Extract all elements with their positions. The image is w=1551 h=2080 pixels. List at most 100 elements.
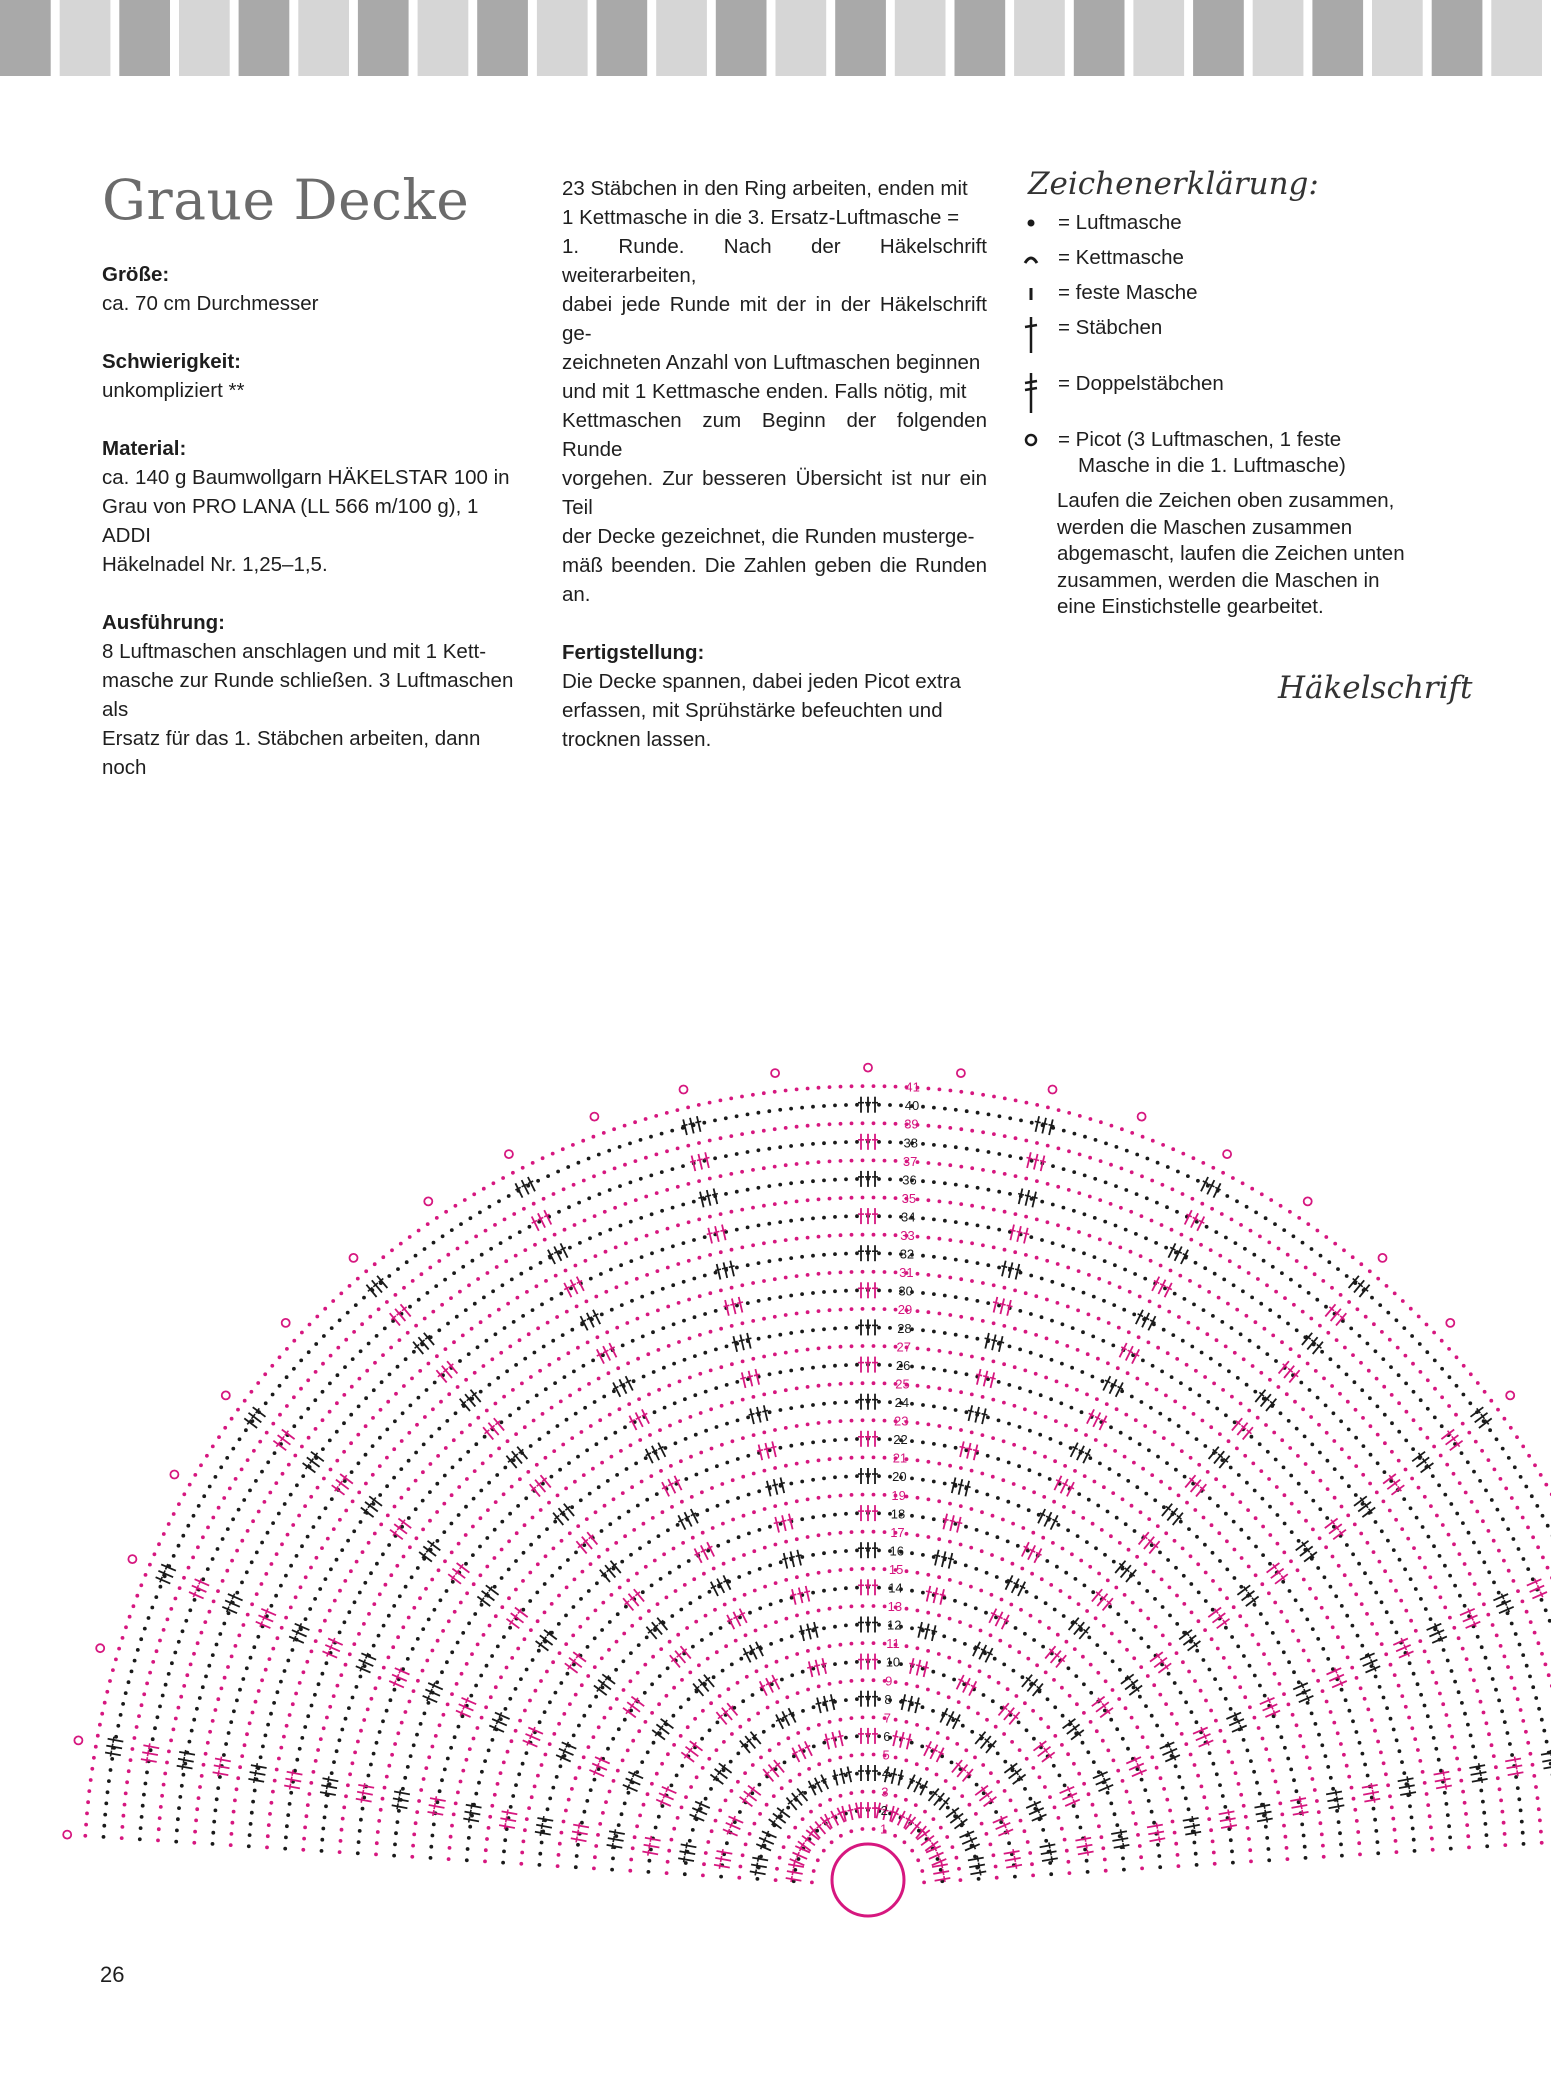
- chain-dot: [844, 1326, 848, 1330]
- chain-dot: [522, 1207, 526, 1211]
- chain-dot: [1044, 1376, 1048, 1380]
- chain-dot: [1194, 1369, 1198, 1373]
- chain-dot: [626, 1361, 630, 1365]
- chain-dot: [811, 1179, 815, 1183]
- chain-dot: [787, 1835, 791, 1839]
- chain-dot: [721, 1522, 725, 1526]
- chain-dot: [636, 1317, 640, 1321]
- chain-dot: [795, 1162, 799, 1166]
- chain-dot: [623, 1802, 627, 1806]
- chain-dot: [1081, 1741, 1085, 1745]
- chain-dot: [512, 1320, 516, 1324]
- chain-dot: [261, 1745, 265, 1749]
- chain-dot: [883, 1196, 887, 1200]
- chain-dot: [644, 1156, 648, 1160]
- chain-dot: [417, 1799, 421, 1803]
- chain-dot: [1162, 1787, 1166, 1791]
- chain-dot: [251, 1711, 255, 1715]
- chain-dot: [767, 1109, 771, 1113]
- chain-dot: [588, 1236, 592, 1240]
- chain-dot: [248, 1833, 252, 1837]
- chain-dot: [806, 1649, 810, 1653]
- chain-dot: [197, 1796, 201, 1800]
- chain-dot: [1227, 1369, 1231, 1373]
- chain-dot: [778, 1333, 782, 1337]
- stripe-block: [60, 0, 111, 76]
- chain-dot: [594, 1609, 598, 1613]
- chain-dot: [1324, 1235, 1328, 1239]
- chain-dot: [476, 1416, 480, 1420]
- chain-dot: [1038, 1775, 1042, 1779]
- chain-dot: [1225, 1596, 1229, 1600]
- chain-dot: [412, 1743, 416, 1747]
- chain-dot: [959, 1428, 963, 1432]
- chain-dot: [236, 1408, 240, 1412]
- chain-dot: [1368, 1396, 1372, 1400]
- chain-dot: [312, 1770, 316, 1774]
- chain-dot: [1527, 1454, 1531, 1458]
- chain-dot: [1370, 1296, 1374, 1300]
- chain-dot: [1345, 1373, 1349, 1377]
- chain-dot: [1330, 1384, 1334, 1388]
- chain-dot: [1267, 1591, 1271, 1595]
- chain-dot: [748, 1571, 752, 1575]
- chain-dot: [1029, 1235, 1033, 1239]
- chain-dot: [230, 1655, 234, 1659]
- chain-dot: [1537, 1807, 1541, 1811]
- chain-dot: [1134, 1822, 1138, 1826]
- chain-dot: [1325, 1516, 1329, 1520]
- chain-dot: [730, 1324, 734, 1328]
- chain-dot: [1040, 1277, 1044, 1281]
- chain-dot: [490, 1804, 494, 1808]
- chain-dot: [1455, 1757, 1459, 1761]
- chain-dot: [921, 1403, 925, 1407]
- chain-dot: [1402, 1497, 1406, 1501]
- chain-dot: [552, 1732, 556, 1736]
- chain-dot: [105, 1690, 109, 1694]
- chain-dot: [356, 1433, 360, 1437]
- chain-dot: [768, 1259, 772, 1263]
- chain-dot: [1106, 1749, 1110, 1753]
- chain-dot: [362, 1622, 366, 1626]
- chain-dot: [245, 1666, 249, 1670]
- chain-dot: [822, 1849, 826, 1853]
- chain-dot: [1118, 1246, 1122, 1250]
- chain-dot: [916, 1459, 920, 1463]
- chain-dot: [597, 1153, 601, 1157]
- chain-dot: [1140, 1867, 1144, 1871]
- chain-dot: [1448, 1375, 1452, 1379]
- chain-dot: [576, 1843, 580, 1847]
- chain-dot: [1359, 1532, 1363, 1536]
- chain-dot: [916, 1309, 920, 1313]
- chain-dot: [497, 1308, 501, 1312]
- chain-dot: [1001, 1518, 1005, 1522]
- chain-dot: [786, 1736, 790, 1740]
- chain-dot: [1019, 1119, 1023, 1123]
- chain-dot: [1506, 1665, 1510, 1669]
- chain-dot: [773, 1466, 777, 1470]
- chain-dot: [594, 1510, 598, 1514]
- chain-dot: [373, 1262, 377, 1266]
- chain-dot: [943, 1219, 947, 1223]
- chain-dot: [708, 1215, 712, 1219]
- chain-dot: [578, 1766, 582, 1770]
- chain-dot: [1160, 1734, 1164, 1738]
- chain-dot: [280, 1626, 284, 1630]
- chain-dot: [422, 1443, 426, 1447]
- chain-dot: [385, 1428, 389, 1432]
- chain-dot: [839, 1531, 843, 1535]
- chain-dot: [1245, 1624, 1249, 1628]
- chain-dot: [621, 1759, 625, 1763]
- chain-dot: [932, 1367, 936, 1371]
- chain-dot: [1404, 1354, 1408, 1358]
- chain-dot: [514, 1729, 518, 1733]
- chain-dot: [494, 1402, 498, 1406]
- chain-dot: [1498, 1787, 1502, 1791]
- chain-dot: [698, 1372, 702, 1376]
- chain-dot: [1048, 1477, 1052, 1481]
- chain-dot: [1217, 1296, 1221, 1300]
- chain-dot: [249, 1656, 253, 1660]
- chain-dot: [1347, 1300, 1351, 1304]
- chain-dot: [247, 1844, 251, 1848]
- chain-dot: [582, 1755, 586, 1759]
